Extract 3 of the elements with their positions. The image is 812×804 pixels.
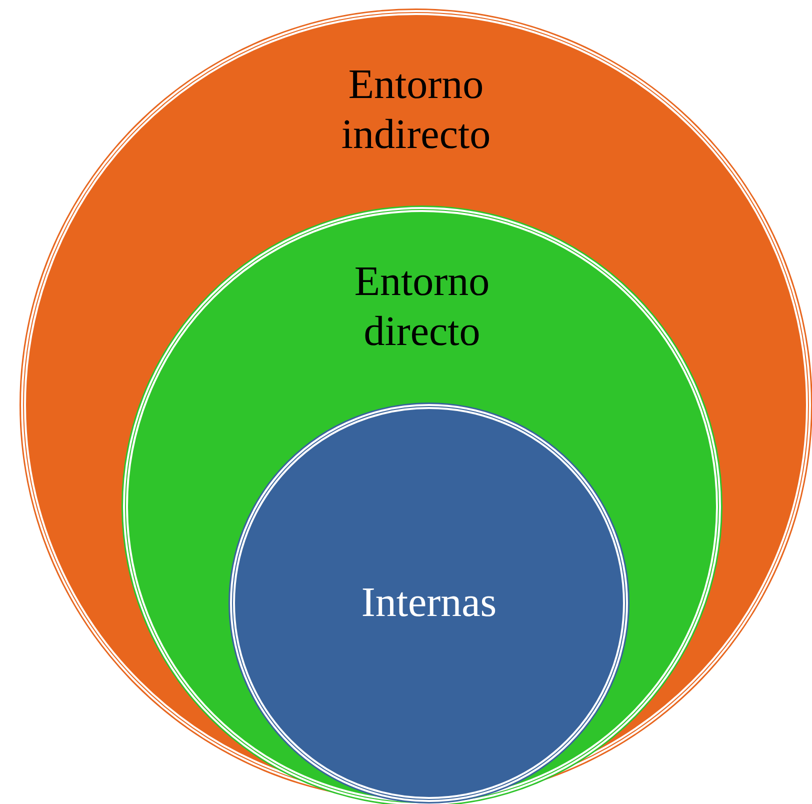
- circle-label: Internas: [360, 578, 498, 628]
- circle-label: Entorno indirecto: [340, 61, 492, 160]
- circle-label: Entorno directo: [353, 258, 491, 358]
